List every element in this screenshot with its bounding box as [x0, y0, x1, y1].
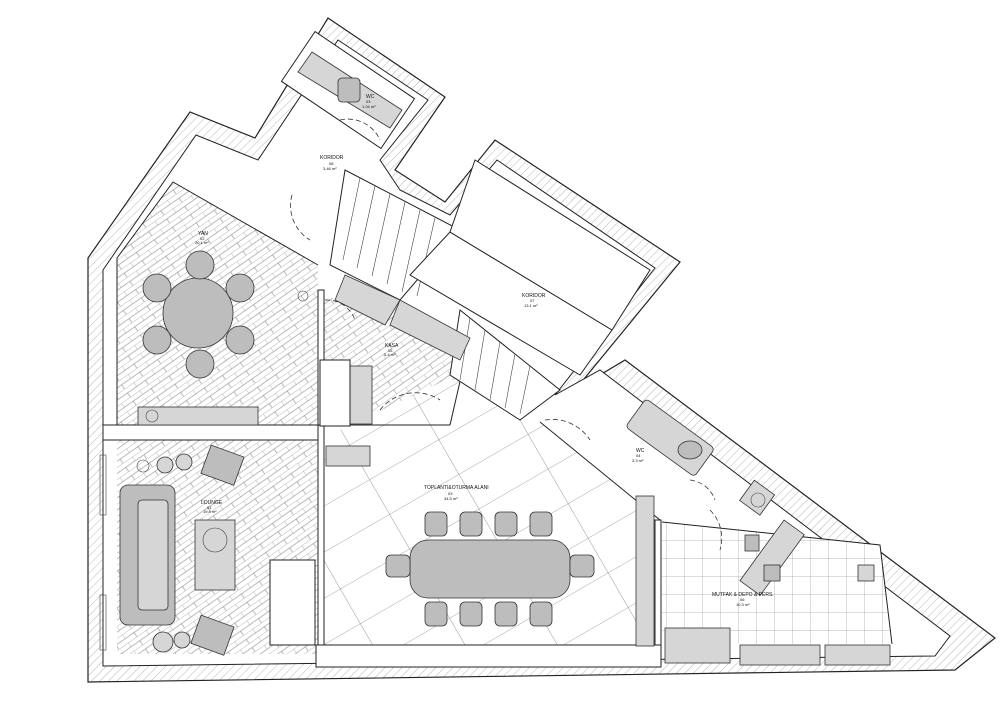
mutfak-appliance [744, 534, 760, 552]
svg-text:LOUNGE: LOUNGE [201, 500, 223, 506]
svg-text:MUTFAK & DEPO & PERS.: MUTFAK & DEPO & PERS. [712, 592, 774, 598]
koridor2-name: KORIDOR [522, 293, 546, 299]
kasa-desk [319, 359, 351, 427]
lounge-name: LOUNGE [201, 500, 223, 506]
svg-text:YAN: YAN [198, 231, 208, 237]
lounge-side-table [156, 456, 174, 474]
lounge-window-blinds [99, 454, 107, 516]
svg-text:13.1 m²: 13.1 m² [524, 303, 538, 308]
svg-text:03: 03 [448, 491, 453, 496]
toplanti-code: 03 [448, 491, 453, 496]
svg-text:01: 01 [207, 505, 212, 510]
yan-name: YAN [198, 231, 208, 237]
wc-top-code: 03 [366, 99, 371, 104]
mutfak-area: 10.3 m² [736, 602, 750, 607]
svg-text:02: 02 [200, 236, 205, 241]
lounge-sofa [119, 484, 176, 626]
koridor1-code: 08 [329, 161, 334, 166]
room-label-wc-2: WC 04 3.3 m² [632, 448, 645, 463]
lounge-window-blinds-2 [99, 594, 107, 651]
room-label-lounge: LOUNGE 01 19.4 m² [201, 500, 223, 514]
mutfak-name: MUTFAK & DEPO & PERS. [712, 592, 774, 598]
svg-text:1.04 m²: 1.04 m² [362, 104, 376, 109]
room-label-toplanti: TOPLANTI&OTURMA ALANI 03 34.5 m² [424, 485, 489, 501]
lounge-stool-2 [152, 631, 174, 653]
wc-top-area: 1.04 m² [362, 104, 376, 109]
yan-bench [137, 406, 259, 426]
yan-dining-set [142, 250, 255, 379]
kasa-counter [349, 365, 373, 425]
lounge-coffee-table [194, 519, 236, 591]
lounge-stool-3 [173, 631, 191, 649]
svg-text:WC: WC [366, 94, 375, 100]
toplanti-area: 34.5 m² [444, 496, 458, 501]
svg-text:WC: WC [636, 448, 645, 454]
wc2-toilet-bowl [750, 492, 766, 508]
svg-text:3.3 m²: 3.3 m² [632, 458, 644, 463]
kasa-name: KASA [385, 343, 399, 349]
svg-text:5.4 m²: 5.4 m² [384, 352, 396, 357]
koridor1-area: 3.46 m² [323, 166, 337, 171]
mutfak-shelf-2 [824, 644, 891, 666]
room-label-mutfak: MUTFAK & DEPO & PERS. 06 10.3 m² [712, 592, 774, 607]
yan-area: 20.1 m² [195, 240, 209, 245]
svg-text:08: 08 [329, 161, 334, 166]
room-label-wc-top: WC 03 1.04 m² [362, 94, 376, 109]
room-label-kasa: KASA 05 5.4 m² [384, 343, 399, 357]
koridor2-area: 13.1 m² [524, 303, 538, 308]
meeting-table-set [385, 511, 595, 627]
yan-code: 02 [200, 236, 205, 241]
svg-text:05: 05 [388, 348, 393, 353]
svg-text:03: 03 [366, 99, 371, 104]
koridor1-name: KORIDOR [320, 155, 344, 161]
svg-text:06: 06 [740, 597, 745, 602]
lounge-stool [136, 459, 150, 473]
svg-text:TOPLANTI&OTURMA ALANI: TOPLANTI&OTURMA ALANI [424, 485, 489, 491]
lounge-armchair-top [200, 444, 245, 486]
kasa-area: 5.4 m² [384, 352, 396, 357]
lounge-code: 01 [207, 505, 212, 510]
wc2-basin [677, 440, 703, 460]
koridor2-code: 07 [530, 298, 535, 303]
room-label-koridor-1: KORIDOR 08 3.46 m² [320, 155, 344, 171]
meeting-sideboard [325, 445, 371, 467]
mutfak-code: 06 [740, 597, 745, 602]
mutfak-sink-2 [857, 564, 875, 582]
svg-text:19.4 m²: 19.4 m² [203, 509, 217, 514]
wc2-name: WC [636, 448, 645, 454]
lounge-cabinet [269, 559, 316, 646]
kasa-code: 05 [388, 348, 393, 353]
lounge-armchair-bottom [190, 614, 235, 656]
wc2-toilet [739, 479, 776, 516]
svg-text:KASA: KASA [385, 343, 399, 349]
lounge-side-table-2 [175, 453, 193, 471]
lounge-area: 19.4 m² [203, 509, 217, 514]
svg-text:KORIDOR: KORIDOR [522, 293, 546, 299]
wc-top-name: WC [366, 94, 375, 100]
svg-text:20.1 m²: 20.1 m² [195, 240, 209, 245]
svg-text:3.46 m²: 3.46 m² [323, 166, 337, 171]
svg-text:04: 04 [636, 453, 641, 458]
room-label-yan: YAN 02 20.1 m² [195, 231, 209, 245]
svg-text:10.3 m²: 10.3 m² [736, 602, 750, 607]
mutfak-fridge [664, 627, 731, 664]
yan-plant [297, 290, 309, 302]
mutfak-counter [739, 519, 805, 596]
wc2-code: 04 [636, 453, 641, 458]
svg-text:34.5 m²: 34.5 m² [444, 496, 458, 501]
staircase [329, 159, 651, 421]
toplanti-name: TOPLANTI&OTURMA ALANI [424, 485, 489, 491]
meeting-cabinet-right [635, 495, 655, 647]
yan-stool [145, 409, 159, 423]
svg-text:07: 07 [530, 298, 535, 303]
svg-text:KORIDOR: KORIDOR [320, 155, 344, 161]
wc-top-chair [337, 77, 361, 103]
mutfak-sink [763, 564, 781, 582]
lounge-coffee-table-lamp [202, 527, 228, 553]
mutfak-shelf [739, 644, 821, 666]
door-swings [290, 118, 723, 551]
room-label-koridor-2: KORIDOR 07 13.1 m² [522, 293, 546, 308]
wc2-area: 3.3 m² [632, 458, 644, 463]
